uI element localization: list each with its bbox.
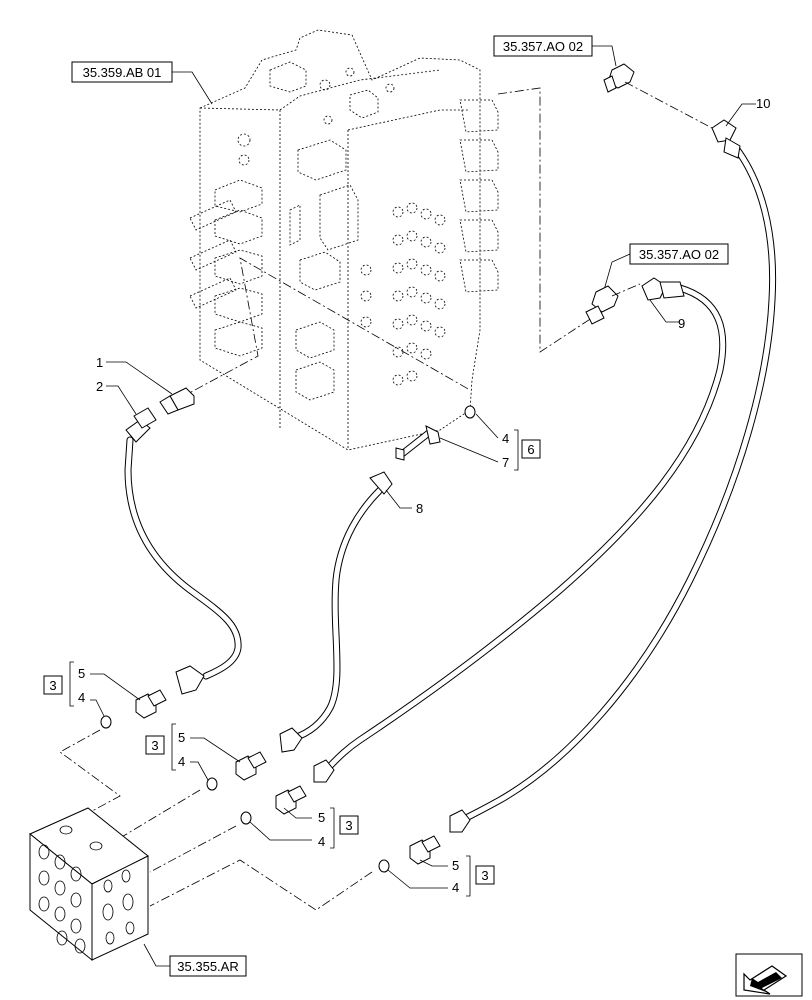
svg-text:35.359.AB 01: 35.359.AB 01 (83, 65, 162, 80)
o-ring-4-d (378, 859, 390, 873)
ref-box-3-d[interactable]: 3 (475, 865, 495, 885)
callout-2: 2 (96, 379, 103, 394)
callout-1: 1 (96, 355, 103, 370)
callout-10: 10 (756, 96, 770, 111)
callout-5-b: 5 (178, 730, 185, 745)
svg-text:35.355.AR: 35.355.AR (177, 959, 238, 974)
svg-text:3: 3 (49, 678, 56, 693)
hose-2 (124, 407, 242, 695)
o-ring-4-a (100, 715, 112, 729)
adapter-5-b (235, 751, 267, 781)
adapter-5-a (135, 689, 167, 719)
svg-text:35.357.AO 02: 35.357.AO 02 (503, 39, 583, 54)
ref-main-valve[interactable]: 35.359.AB 01 (71, 61, 173, 83)
callout-5-d: 5 (452, 858, 459, 873)
fitting-1 (159, 387, 195, 415)
ref-box-3-a[interactable]: 3 (43, 675, 63, 695)
callout-4-b: 4 (178, 754, 185, 769)
ref-box-3-b[interactable]: 3 (145, 735, 165, 755)
ref-box-3-c[interactable]: 3 (339, 815, 359, 835)
manifold-block (29, 807, 149, 962)
callout-9: 9 (678, 316, 685, 331)
ref-manifold[interactable]: 35.355.AR (169, 955, 247, 977)
main-control-valve (189, 29, 499, 451)
adapter-5-d (409, 835, 441, 865)
arrow-icon[interactable] (735, 953, 803, 997)
tube-7 (395, 425, 441, 461)
callout-4-d: 4 (452, 880, 459, 895)
hose-10 (449, 119, 777, 833)
elbow-fitting-mid (585, 285, 619, 325)
o-ring-4-b (206, 777, 218, 791)
o-ring-4-top (464, 405, 476, 419)
adapter-5-c (275, 785, 307, 815)
callout-5-a: 5 (78, 666, 85, 681)
callout-4-top: 4 (502, 431, 509, 446)
ref-fitting-top[interactable]: 35.357.AO 02 (493, 35, 593, 57)
svg-text:6: 6 (527, 442, 534, 457)
hose-9 (313, 277, 727, 783)
svg-text:3: 3 (345, 818, 352, 833)
ref-fitting-mid[interactable]: 35.357.AO 02 (629, 243, 729, 265)
hose-8 (279, 471, 393, 753)
o-ring-4-c (240, 811, 252, 825)
ref-box-6[interactable]: 6 (521, 439, 541, 459)
callout-7: 7 (502, 455, 509, 470)
svg-text:3: 3 (151, 738, 158, 753)
callout-4-a: 4 (78, 690, 85, 705)
callout-5-c: 5 (318, 810, 325, 825)
callout-8: 8 (416, 501, 423, 516)
svg-text:35.357.AO 02: 35.357.AO 02 (639, 247, 719, 262)
callout-4-c: 4 (318, 834, 325, 849)
elbow-fitting-top (603, 63, 635, 93)
svg-text:3: 3 (481, 868, 488, 883)
